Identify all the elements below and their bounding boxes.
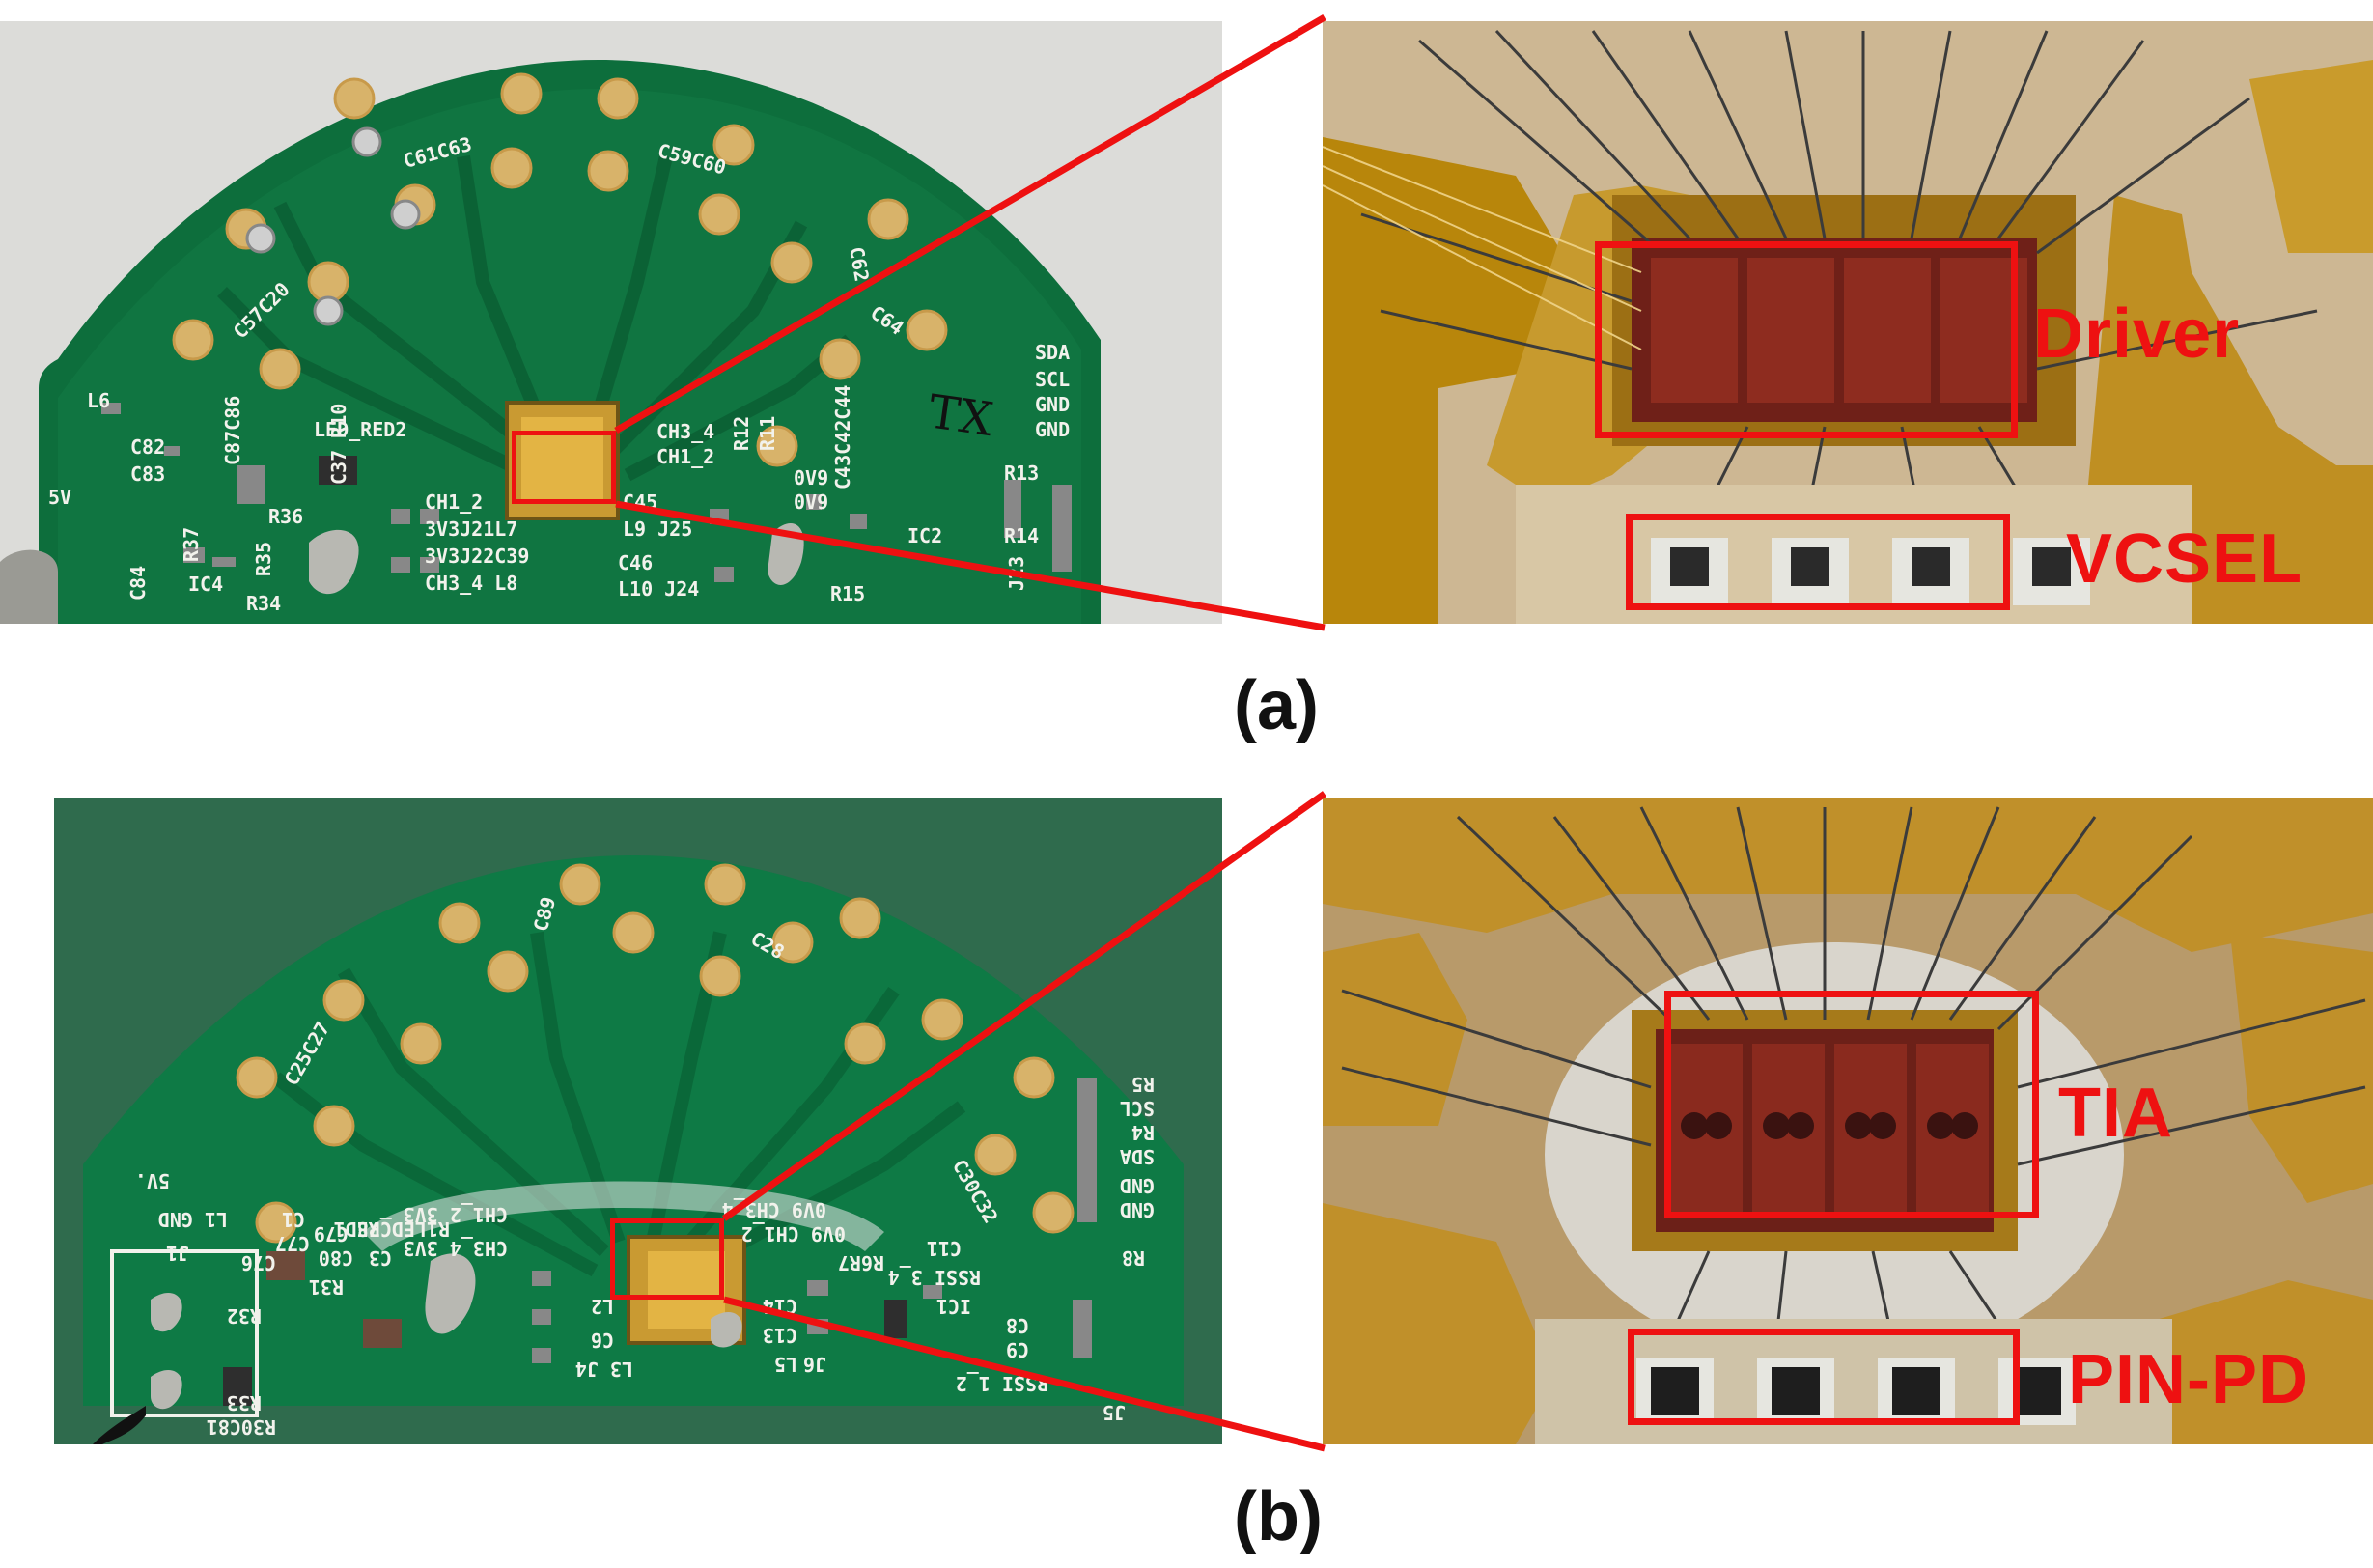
- svg-text:R35: R35: [252, 542, 275, 576]
- svg-text:SDA: SDA: [1120, 1145, 1155, 1168]
- svg-text:SCL: SCL: [1120, 1097, 1155, 1120]
- svg-text:R4: R4: [1131, 1121, 1155, 1144]
- svg-text:RSSI 3_4: RSSI 3_4: [888, 1266, 981, 1289]
- svg-text:J6: J6: [803, 1353, 826, 1376]
- svg-text:C87C86: C87C86: [221, 396, 244, 465]
- svg-text:C14: C14: [763, 1295, 797, 1318]
- svg-text:L9 J25: L9 J25: [623, 518, 692, 541]
- svg-text:GND: GND: [1035, 418, 1070, 441]
- svg-text:R13: R13: [1004, 462, 1039, 485]
- svg-text:L10 J24: L10 J24: [618, 577, 699, 601]
- tx-handwritten-label: TX: [925, 384, 995, 447]
- svg-text:0V9 CH3_4: 0V9 CH3_4: [722, 1198, 826, 1221]
- panel-label-a: (a): [1234, 667, 1319, 744]
- svg-text:0V9: 0V9: [794, 490, 828, 514]
- svg-text:L2: L2: [591, 1295, 614, 1318]
- rx-board-photo: C89 C28 C25C27 C30C32 5V. L1 GND J1 C1 C…: [54, 798, 1222, 1444]
- svg-text:C46: C46: [618, 551, 653, 574]
- svg-text:L5: L5: [774, 1353, 797, 1376]
- svg-text:5V.: 5V.: [135, 1169, 170, 1192]
- tia-die-box: [1664, 991, 2039, 1218]
- svg-text:R34: R34: [246, 592, 281, 615]
- svg-text:C45: C45: [623, 490, 657, 514]
- svg-text:C77: C77: [275, 1232, 310, 1255]
- driver-die-box: [1595, 241, 2018, 438]
- svg-text:GND: GND: [1120, 1198, 1155, 1221]
- svg-text:5V: 5V: [48, 486, 71, 509]
- svg-text:J23: J23: [1005, 556, 1028, 591]
- svg-text:R11: R11: [756, 416, 779, 451]
- svg-text:C43C42C44: C43C42C44: [831, 385, 854, 490]
- tia-label: TIA: [2058, 1075, 2173, 1152]
- svg-text:R31: R31: [309, 1275, 344, 1299]
- svg-text:C6: C6: [591, 1329, 614, 1352]
- rx-chip-highlight: [610, 1218, 724, 1300]
- svg-text:C13: C13: [763, 1324, 797, 1347]
- svg-text:CH3_4: CH3_4: [656, 420, 714, 443]
- svg-text:C82: C82: [130, 435, 165, 459]
- svg-text:L6: L6: [87, 389, 110, 412]
- svg-text:C83: C83: [130, 462, 165, 486]
- rx-microscope-photo: [1323, 798, 2373, 1444]
- svg-text:C1: C1: [282, 1208, 305, 1231]
- pin-pd-array-box: [1628, 1329, 2020, 1425]
- pin-pd-label: PIN-PD: [2068, 1341, 2310, 1418]
- svg-text:R36: R36: [268, 505, 303, 528]
- tx-chip-highlight: [512, 431, 616, 504]
- svg-text:0V9 CH1_2: 0V9 CH1_2: [741, 1222, 846, 1246]
- svg-text:CH3_4 3V3: CH3_4 3V3: [404, 1237, 508, 1260]
- svg-text:SDA: SDA: [1035, 341, 1070, 364]
- svg-text:LED_RED2: LED_RED2: [314, 418, 406, 441]
- svg-text:C78: C78: [357, 1218, 392, 1241]
- svg-text:IC1: IC1: [936, 1295, 971, 1318]
- svg-text:GND: GND: [1035, 393, 1070, 416]
- vcsel-array-box: [1626, 514, 2010, 610]
- svg-text:C8: C8: [1006, 1314, 1029, 1337]
- svg-text:C37 R10: C37 R10: [327, 404, 350, 485]
- panel-label-b: (b): [1234, 1478, 1323, 1555]
- svg-text:GND: GND: [1120, 1174, 1155, 1197]
- vcsel-label: VCSEL: [2066, 520, 2303, 598]
- svg-text:R12: R12: [730, 416, 753, 451]
- svg-text:C9: C9: [1006, 1338, 1029, 1361]
- svg-text:R32: R32: [227, 1304, 262, 1328]
- svg-text:R37: R37: [180, 527, 203, 562]
- svg-text:SCL: SCL: [1035, 368, 1070, 391]
- svg-text:CH3_4 L8: CH3_4 L8: [425, 572, 517, 595]
- svg-text:CH1_2: CH1_2: [656, 445, 714, 468]
- svg-text:C80: C80: [319, 1246, 353, 1270]
- svg-text:L1 GND: L1 GND: [158, 1208, 228, 1231]
- svg-text:C79: C79: [314, 1222, 349, 1246]
- svg-text:C3: C3: [369, 1246, 392, 1270]
- svg-text:J1: J1: [166, 1242, 189, 1265]
- driver-label: Driver: [2033, 295, 2241, 373]
- svg-text:RSSI 1_2: RSSI 1_2: [956, 1372, 1048, 1395]
- svg-text:CH1_2 3V3: CH1_2 3V3: [404, 1203, 508, 1226]
- svg-text:IC2: IC2: [907, 524, 942, 547]
- svg-text:C11: C11: [927, 1237, 962, 1260]
- svg-text:R30C81: R30C81: [207, 1415, 276, 1439]
- svg-text:3V3J22C39: 3V3J22C39: [425, 545, 529, 568]
- svg-text:C76: C76: [241, 1251, 276, 1274]
- svg-text:0V9: 0V9: [794, 466, 828, 490]
- svg-text:J5: J5: [1103, 1401, 1126, 1424]
- svg-text:R8: R8: [1122, 1246, 1145, 1270]
- svg-text:R1LED_RED1: R1LED_RED1: [334, 1218, 450, 1241]
- svg-text:R5: R5: [1131, 1073, 1155, 1096]
- svg-text:IC4: IC4: [188, 573, 223, 596]
- tx-microscope-photo: [1323, 21, 2373, 624]
- svg-text:3V3J21L7: 3V3J21L7: [425, 518, 517, 541]
- svg-text:CH1_2: CH1_2: [425, 490, 483, 514]
- svg-text:R6R7: R6R7: [838, 1251, 884, 1274]
- svg-text:R15: R15: [830, 582, 865, 605]
- svg-text:R33: R33: [227, 1391, 262, 1414]
- svg-text:R14: R14: [1004, 524, 1039, 547]
- svg-text:L3 J4: L3 J4: [575, 1358, 633, 1381]
- svg-text:C84: C84: [126, 566, 150, 601]
